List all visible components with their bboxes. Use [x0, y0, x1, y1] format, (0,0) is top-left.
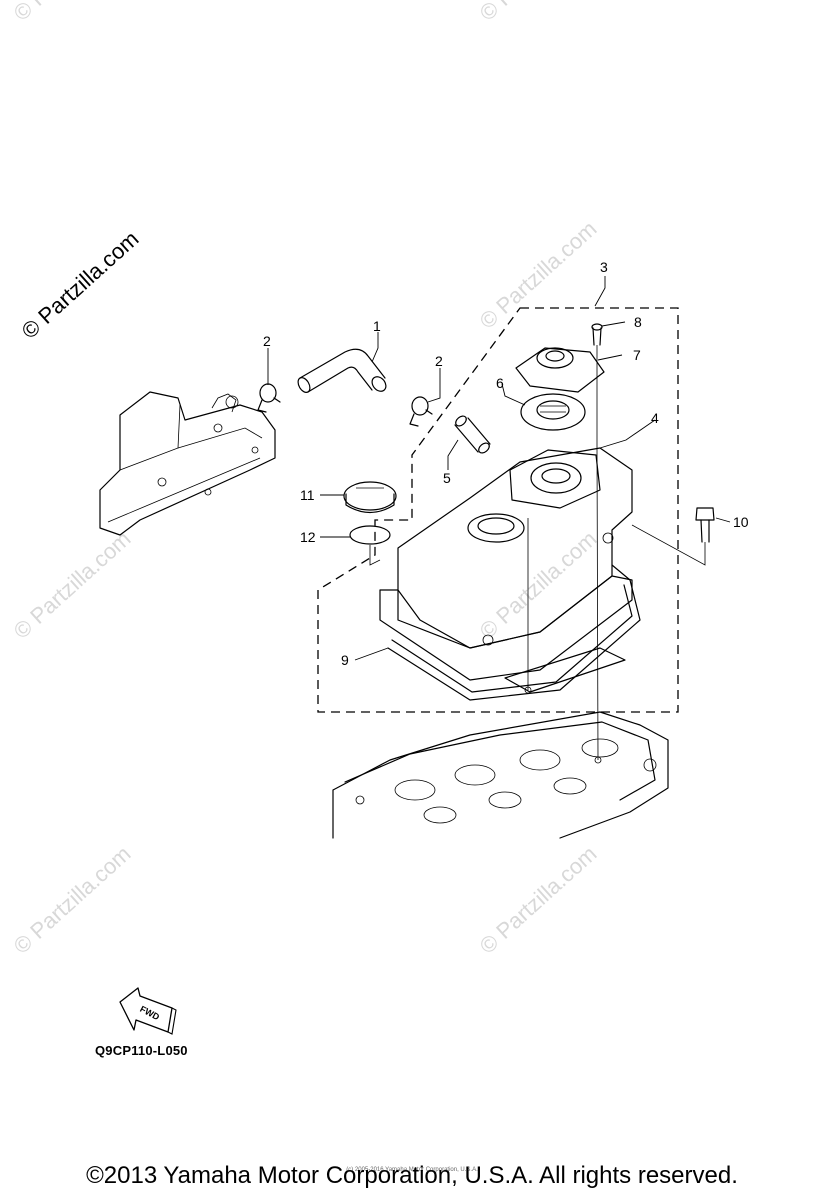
- faint-watermark: © Partzilla.com: [475, 0, 602, 26]
- faint-watermark: © Partzilla.com: [475, 216, 602, 334]
- callout-8: 8: [634, 314, 642, 330]
- callout-3: 3: [600, 259, 608, 275]
- cylinder-head-cover: [379, 447, 633, 681]
- hose: [297, 348, 387, 393]
- diaphragm: [520, 393, 586, 431]
- faint-watermark: © Partzilla.com: [9, 526, 136, 644]
- assembly-boundary: [317, 307, 679, 713]
- callout-5: 5: [443, 470, 451, 486]
- cover-gasket: [387, 564, 641, 701]
- copyright-footer: ©2013 Yamaha Motor Corporation, U.S.A. A…: [86, 1162, 738, 1189]
- callout-6: 6: [496, 375, 504, 391]
- o-ring: [349, 525, 391, 545]
- screw: [591, 323, 603, 346]
- oil-filler-cap: [343, 481, 397, 514]
- callout-10: 10: [733, 514, 749, 530]
- hose-clamp: [257, 383, 281, 413]
- callout-7: 7: [633, 347, 641, 363]
- cylinder-head: [332, 711, 669, 839]
- callout-labels: 1 2 2 3 4 5 6 7 8 9 10 11 12: [263, 259, 749, 668]
- diagram-code: Q9CP110-L050: [95, 1043, 188, 1058]
- faint-watermark: © Partzilla.com: [475, 841, 602, 959]
- leader-lines: [267, 276, 731, 764]
- callout-1: 1: [373, 318, 381, 334]
- faint-watermarks: © Partzilla.com © Partzilla.com © Partzi…: [9, 0, 602, 959]
- callout-9: 9: [341, 652, 349, 668]
- faint-watermark: © Partzilla.com: [9, 0, 136, 26]
- faint-watermark: © Partzilla.com: [9, 841, 136, 959]
- small-copyright-notice: (c) 2005-2016 Yamaha Motor Corporation, …: [346, 1167, 478, 1173]
- callout-11: 11: [300, 487, 315, 503]
- callout-2: 2: [263, 333, 271, 349]
- fwd-arrow-icon: FWD: [119, 987, 177, 1035]
- flange-bolt: [695, 507, 715, 543]
- callout-12: 12: [300, 529, 316, 545]
- callout-4: 4: [651, 410, 659, 426]
- hose-clamp: [409, 396, 433, 427]
- faint-watermark: © Partzilla.com: [475, 526, 602, 644]
- diaphragm-cover: [515, 347, 605, 393]
- oil-separator-housing: [99, 391, 276, 536]
- callout-2: 2: [435, 353, 443, 369]
- joint-pipe: [454, 415, 491, 454]
- partzilla-watermark: © Partzilla.com: [17, 226, 144, 344]
